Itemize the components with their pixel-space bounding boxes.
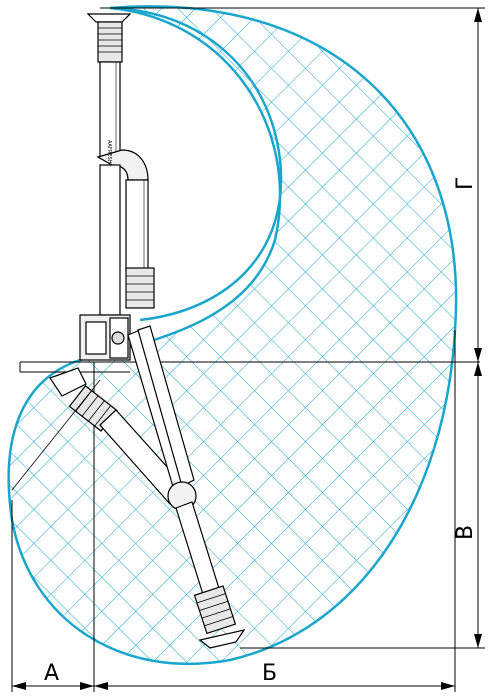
dimension-lines xyxy=(11,7,485,692)
dim-label-b: Б xyxy=(262,661,277,686)
extractor-arm-up xyxy=(86,13,155,316)
arm-brand-label: AAFRESH xyxy=(106,140,112,164)
mounting-base xyxy=(79,314,131,361)
reach-zone xyxy=(7,5,458,666)
dim-label-g: Г xyxy=(453,177,478,190)
dim-label-v: В xyxy=(453,525,478,540)
extractor-arm-down xyxy=(11,325,246,649)
dimension-arrows xyxy=(12,8,482,690)
dim-label-a: А xyxy=(44,661,59,686)
